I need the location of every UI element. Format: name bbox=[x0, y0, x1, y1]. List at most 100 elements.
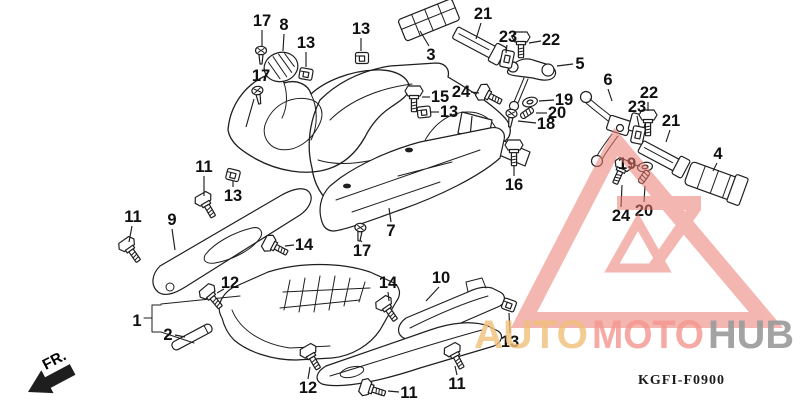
nut-19 bbox=[521, 95, 539, 109]
part-label-11: 11 bbox=[448, 375, 465, 393]
clip-13 bbox=[416, 105, 432, 119]
part-label-13: 13 bbox=[224, 187, 242, 205]
leader-line bbox=[171, 228, 176, 251]
screw-18 bbox=[503, 108, 519, 129]
part-21-bar-right bbox=[637, 140, 691, 179]
leader-line bbox=[128, 225, 133, 243]
leader-line bbox=[517, 120, 537, 124]
part-label-13: 13 bbox=[440, 103, 458, 121]
watermark-brand: AUTO MOTO HUB bbox=[474, 313, 794, 357]
part-7-detail bbox=[335, 149, 481, 213]
part-label-15: 15 bbox=[431, 88, 449, 106]
leader-line bbox=[607, 88, 613, 102]
leader-line bbox=[712, 162, 718, 172]
part-label-11: 11 bbox=[124, 208, 141, 226]
part-9-side-cover bbox=[152, 188, 312, 296]
pin-20 bbox=[518, 105, 536, 121]
part-label-1: 1 bbox=[132, 312, 141, 330]
part-label-23: 23 bbox=[499, 28, 517, 46]
leader-line bbox=[556, 63, 574, 67]
part-2-rod bbox=[171, 323, 213, 351]
part-label-5: 5 bbox=[575, 55, 584, 73]
leader-line bbox=[665, 129, 671, 143]
part-label-17: 17 bbox=[253, 12, 271, 30]
leader-line bbox=[505, 44, 508, 54]
part-label-21: 21 bbox=[662, 112, 680, 130]
part-label-7: 7 bbox=[386, 222, 395, 240]
part-label-22: 22 bbox=[542, 31, 560, 49]
diagram-code: KGFI-F0900 bbox=[638, 373, 725, 388]
brand-auto: AUTO bbox=[474, 313, 588, 357]
fr-arrow-icon bbox=[28, 364, 76, 394]
part-label-13: 13 bbox=[297, 34, 315, 52]
line-art-layer bbox=[115, 0, 749, 400]
part-label-17: 17 bbox=[353, 242, 371, 260]
leader-line bbox=[282, 33, 285, 52]
leader-line bbox=[307, 366, 311, 380]
part-rear-cover-inner bbox=[263, 97, 323, 151]
part-label-11: 11 bbox=[195, 158, 212, 176]
leader-line bbox=[387, 291, 390, 302]
watermark-triangle-inner bbox=[604, 212, 672, 273]
callout-1-bracket bbox=[143, 295, 241, 344]
leader-line bbox=[245, 98, 255, 128]
part-3-footrest-rubber bbox=[397, 0, 460, 42]
bolt-11 bbox=[192, 189, 222, 222]
watermark-triangle-outer bbox=[510, 127, 784, 328]
part-label-24: 24 bbox=[452, 83, 471, 101]
leader-line bbox=[419, 30, 430, 47]
brand-hub: HUB bbox=[708, 313, 794, 357]
part-rear-cover-detail bbox=[281, 82, 317, 141]
part-label-21: 21 bbox=[474, 5, 492, 23]
part-label-2: 2 bbox=[163, 326, 172, 344]
part-label-18: 18 bbox=[537, 115, 555, 133]
grommet-dot bbox=[405, 147, 413, 153]
clip-13 bbox=[298, 66, 314, 82]
part-label-6: 6 bbox=[603, 71, 612, 89]
part-7-floor-panel bbox=[319, 127, 505, 232]
part-label-3: 3 bbox=[426, 46, 435, 64]
part-label-11: 11 bbox=[400, 384, 417, 400]
brand-moto: MOTO bbox=[592, 313, 704, 357]
watermark-layer bbox=[510, 127, 784, 328]
part-1-ribs bbox=[279, 275, 371, 313]
leader-line bbox=[470, 91, 480, 94]
leader-line bbox=[216, 288, 225, 294]
part-1-front-rim bbox=[231, 309, 331, 349]
part-label-14: 14 bbox=[379, 274, 398, 292]
part-4-footrest-rubber bbox=[684, 161, 749, 206]
bolt-24 bbox=[473, 81, 506, 111]
part-label-20: 20 bbox=[548, 104, 566, 122]
grommet-dot bbox=[343, 183, 351, 189]
part-label-12: 12 bbox=[299, 379, 317, 397]
part-10-detail bbox=[409, 277, 489, 329]
fr-indicator: FR. bbox=[28, 347, 76, 394]
part-label-9: 9 bbox=[167, 211, 176, 229]
leader-line bbox=[174, 334, 186, 338]
leader-line bbox=[528, 40, 542, 44]
leader-line bbox=[454, 365, 458, 376]
leader-line bbox=[359, 239, 363, 243]
leader-line bbox=[388, 207, 392, 223]
part-label-14: 14 bbox=[295, 236, 314, 254]
part-9-tip bbox=[165, 282, 175, 292]
clip-13 bbox=[354, 51, 370, 65]
part-label-24: 24 bbox=[612, 207, 631, 225]
part-label-4: 4 bbox=[713, 145, 723, 163]
part-label-12: 12 bbox=[221, 274, 239, 292]
leader-line bbox=[284, 244, 295, 247]
watermark-flag-bar bbox=[617, 196, 701, 210]
clip-13 bbox=[500, 297, 518, 313]
part-label-23: 23 bbox=[628, 98, 646, 116]
part-label-22: 22 bbox=[640, 84, 658, 102]
part-lower-skirt-line bbox=[329, 329, 483, 377]
part-label-16: 16 bbox=[505, 176, 523, 194]
part-label-8: 8 bbox=[279, 16, 288, 34]
clip-13 bbox=[224, 167, 242, 183]
leader-line bbox=[636, 115, 640, 127]
leader-line bbox=[508, 312, 511, 334]
leader-line bbox=[538, 99, 555, 102]
